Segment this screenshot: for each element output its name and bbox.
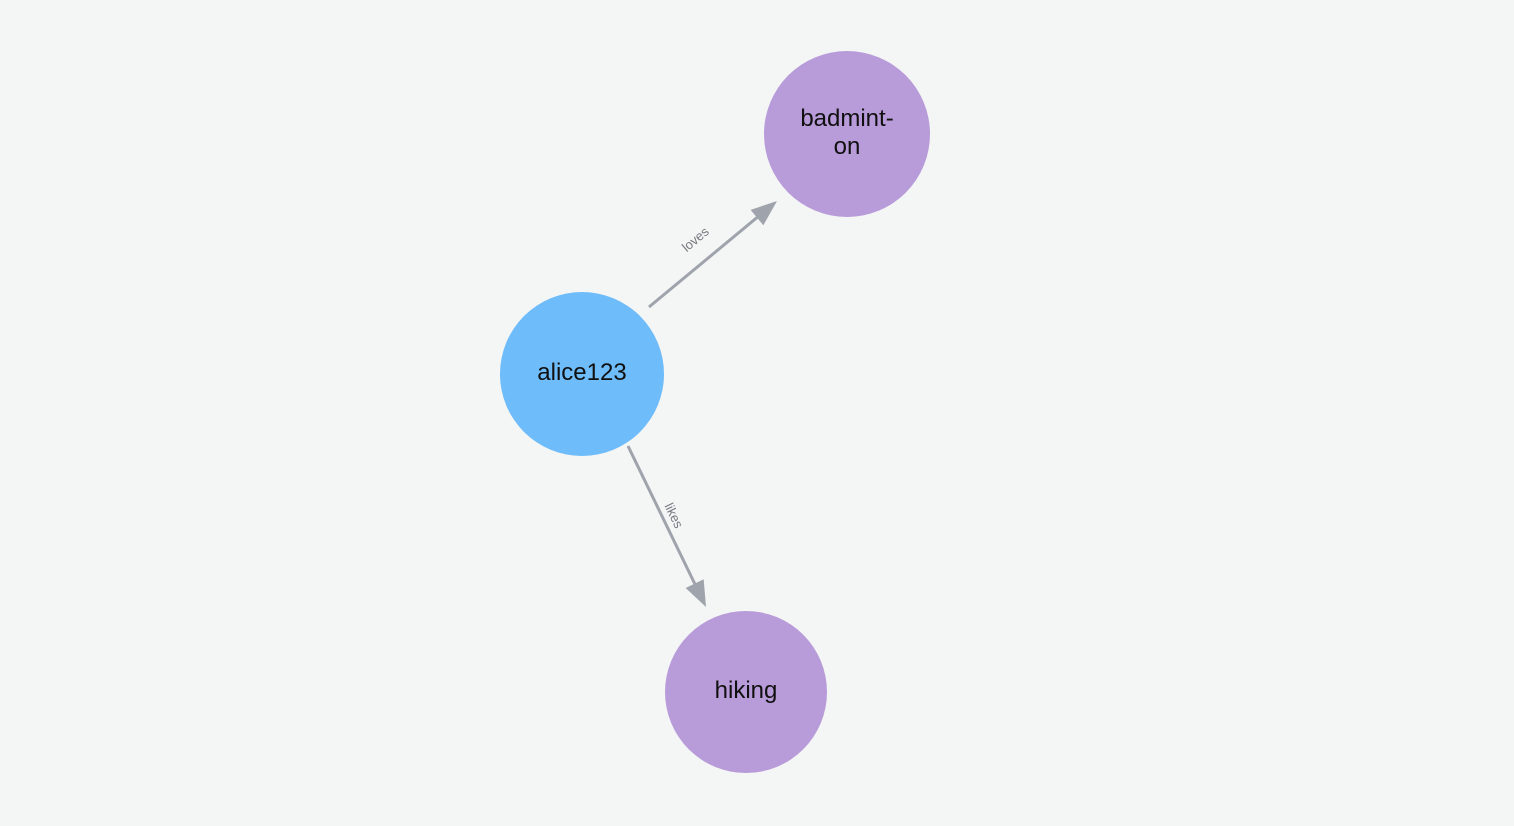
node-layer: alice123 badmint-on hiking — [500, 51, 930, 773]
node-alice123[interactable]: alice123 — [500, 292, 664, 456]
edge-arrowhead-loves — [750, 201, 777, 226]
node-circle-badminton[interactable] — [764, 51, 930, 217]
edge-alice123-likes-hiking[interactable]: likes — [626, 445, 706, 607]
edge-label-loves: loves — [679, 223, 712, 254]
edge-arrowhead-likes — [685, 579, 706, 607]
edge-label-likes: likes — [662, 501, 687, 531]
node-circle-alice123[interactable] — [500, 292, 664, 456]
edge-alice123-loves-badminton[interactable]: loves — [648, 201, 777, 309]
node-badminton[interactable]: badmint-on — [764, 51, 930, 217]
edge-line-loves — [648, 211, 764, 309]
node-hiking[interactable]: hiking — [665, 611, 827, 773]
node-circle-hiking[interactable] — [665, 611, 827, 773]
edge-line-likes — [626, 445, 700, 591]
